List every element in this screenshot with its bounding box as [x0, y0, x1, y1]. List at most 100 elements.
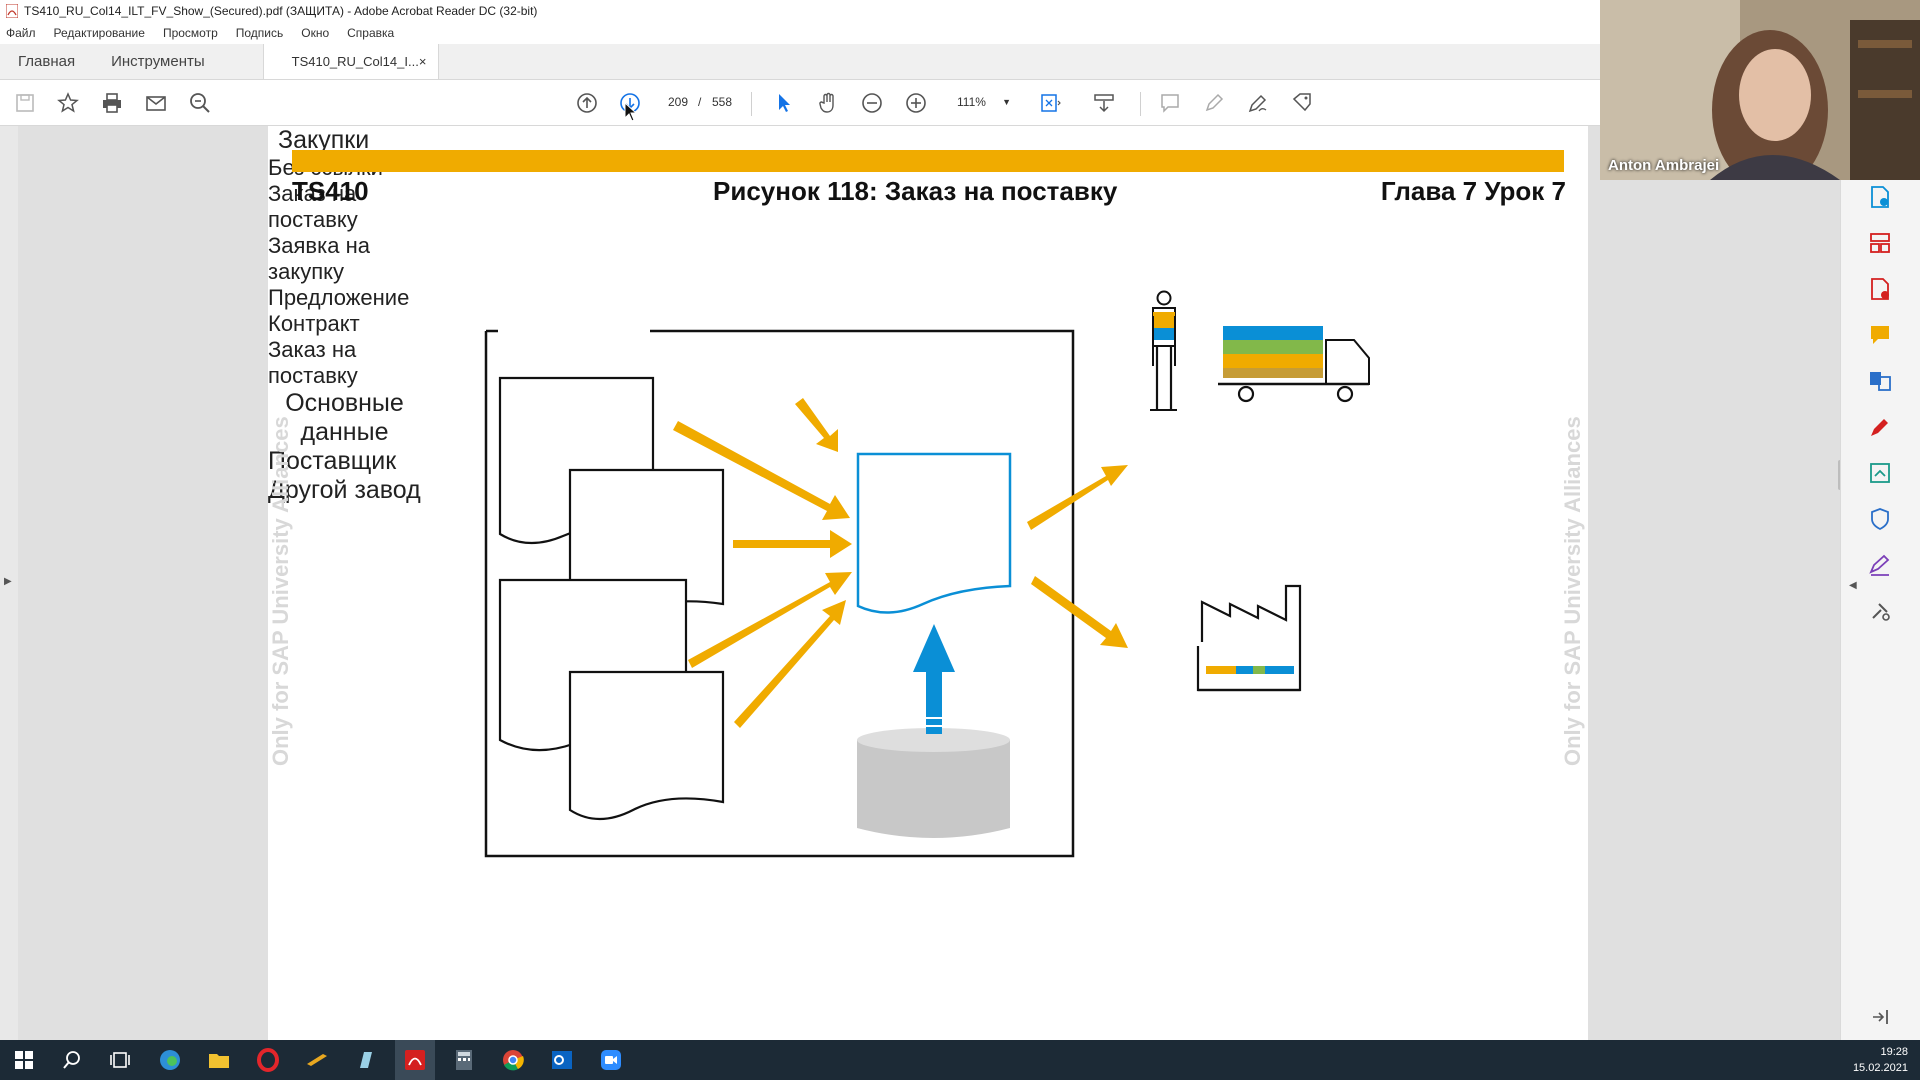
search-icon[interactable] [60, 1048, 84, 1072]
send-for-review-icon[interactable] [1867, 460, 1893, 486]
menu-bar: Файл Редактирование Просмотр Подпись Окн… [0, 22, 1600, 44]
orange-arrows-in [673, 398, 852, 728]
pdf-page: TS410 Рисунок 118: Заказ на поставку Гла… [268, 126, 1588, 1040]
bookmark-star-icon[interactable] [56, 91, 80, 115]
zoom-search-icon[interactable] [188, 91, 212, 115]
supplier-label: Поставщик [268, 447, 397, 475]
file-explorer-icon[interactable] [207, 1048, 231, 1072]
windows-taskbar: 19:28 15.02.2021 [0, 1040, 1920, 1080]
doc-contract-shape [568, 670, 725, 820]
combine-files-icon[interactable] [1867, 368, 1893, 394]
windows-start-icon[interactable] [12, 1048, 36, 1072]
sign-pen-icon[interactable] [1246, 91, 1270, 115]
menu-window[interactable]: Окно [301, 26, 330, 40]
master-data-cylinder [857, 740, 1010, 838]
window-title: TS410_RU_Col14_ILT_FV_Show_(Secured).pdf… [24, 4, 538, 18]
toolbar-divider [751, 92, 752, 116]
organize-pages-icon[interactable] [1867, 230, 1893, 256]
arrow-from-contract [734, 600, 846, 728]
result-order-label: Заказ на поставку [268, 337, 1588, 389]
menu-file[interactable]: Файл [6, 26, 36, 40]
collapse-right-pane-icon[interactable]: ◀ [1849, 580, 1857, 591]
right-tools-pane: ◀ [1840, 170, 1920, 1040]
header-accent-bar [292, 150, 1564, 172]
tab-home[interactable]: Главная [18, 53, 76, 70]
scroll-mode-icon[interactable] [1092, 91, 1116, 115]
page-separator: / [698, 95, 702, 109]
arrow-to-supplier [1027, 465, 1128, 530]
purchase-order-diagram [484, 290, 1370, 858]
master-data-label: Основные данные [268, 389, 421, 447]
page-total: 558 [712, 95, 733, 109]
doc-order-line2: поставку [268, 207, 358, 232]
arrow-from-no-reference [795, 398, 838, 452]
sign-tool-icon[interactable] [1867, 552, 1893, 578]
zoom-level-select[interactable]: 111% ▼ [945, 90, 1015, 114]
result-order-line1: Заказ на [268, 337, 357, 362]
mouse-cursor-icon [624, 102, 638, 122]
notes-app-icon[interactable] [305, 1048, 329, 1072]
tab-close-icon[interactable]: × [418, 54, 427, 69]
acrobat-taskbar-icon[interactable] [403, 1048, 427, 1072]
more-tools-icon[interactable] [1867, 598, 1893, 624]
doc-requisition-line1: Заявка на [268, 233, 370, 258]
share-tag-icon[interactable] [1290, 91, 1314, 115]
email-icon[interactable] [144, 91, 168, 115]
zoom-out-icon[interactable] [860, 91, 884, 115]
edge-browser-icon[interactable] [158, 1048, 182, 1072]
doc-requisition-label: Заявка на закупку [268, 233, 1588, 285]
highlight-pen-icon[interactable] [1202, 91, 1226, 115]
expand-left-panel-icon[interactable]: ▶ [4, 576, 12, 587]
menu-sign[interactable]: Подпись [235, 26, 284, 40]
print-icon[interactable] [100, 91, 124, 115]
save-icon[interactable] [13, 91, 37, 115]
zoom-meeting-icon[interactable] [599, 1048, 623, 1072]
arrow-from-order [673, 421, 850, 520]
arrow-from-requisition [733, 530, 852, 558]
paint-app-icon[interactable] [354, 1048, 378, 1072]
orange-arrows-out [1027, 465, 1128, 648]
create-pdf-icon[interactable] [1867, 276, 1893, 302]
procurement-frame [484, 329, 1075, 858]
tab-document[interactable]: TS410_RU_Col14_I... × [262, 44, 439, 79]
comment-icon[interactable] [1158, 91, 1182, 115]
arrow-to-other-plant [1031, 576, 1128, 648]
title-bar: TS410_RU_Col14_ILT_FV_Show_(Secured).pdf… [0, 0, 1600, 22]
hand-tool-icon[interactable] [816, 91, 840, 115]
document-workspace[interactable]: ▶ TS410 Рисунок 118: Заказ на поставку Г… [0, 126, 1840, 1040]
chevron-down-icon: ▼ [1002, 97, 1011, 107]
master-data-line2: данные [300, 418, 389, 446]
menu-view[interactable]: Просмотр [162, 26, 218, 40]
chrome-browser-icon[interactable] [501, 1048, 525, 1072]
menu-help[interactable]: Справка [347, 26, 395, 40]
page-number-input[interactable]: 209 [667, 95, 689, 109]
tab-document-label: TS410_RU_Col14_I... [291, 54, 419, 69]
system-clock[interactable]: 19:28 15.02.2021 [1853, 1044, 1908, 1076]
comment-tool-icon[interactable] [1867, 322, 1893, 348]
blue-arrow-up [913, 624, 955, 734]
protect-shield-icon[interactable] [1867, 506, 1893, 532]
opera-browser-icon[interactable] [256, 1048, 280, 1072]
previous-page-icon[interactable] [575, 91, 599, 115]
figure-title: Рисунок 118: Заказ на поставку [713, 176, 1118, 206]
fit-page-icon[interactable] [1038, 91, 1062, 115]
clock-time: 19:28 [1880, 1046, 1908, 1058]
menu-edit[interactable]: Редактирование [53, 26, 145, 40]
zoom-in-icon[interactable] [904, 91, 928, 115]
pane-toggle-icon[interactable] [1867, 1004, 1893, 1030]
other-plant-label: Другой завод [268, 476, 421, 504]
export-pdf-icon[interactable] [1867, 184, 1893, 210]
task-view-icon[interactable] [108, 1048, 132, 1072]
outlook-icon[interactable] [550, 1048, 574, 1072]
supplier-person-icon [1150, 290, 1177, 411]
left-panel-collapsed[interactable]: ▶ [0, 126, 18, 1040]
calculator-icon[interactable] [452, 1048, 476, 1072]
fill-sign-icon[interactable] [1867, 414, 1893, 440]
tab-tools[interactable]: Инструменты [111, 53, 205, 70]
participant-name: Anton Ambrajei [1608, 157, 1720, 174]
other-plant-factory-icon [1196, 584, 1302, 692]
doc-contract-label: Контракт [268, 311, 360, 336]
select-arrow-icon[interactable] [772, 91, 796, 115]
master-data-cylinder-top [857, 728, 1010, 752]
